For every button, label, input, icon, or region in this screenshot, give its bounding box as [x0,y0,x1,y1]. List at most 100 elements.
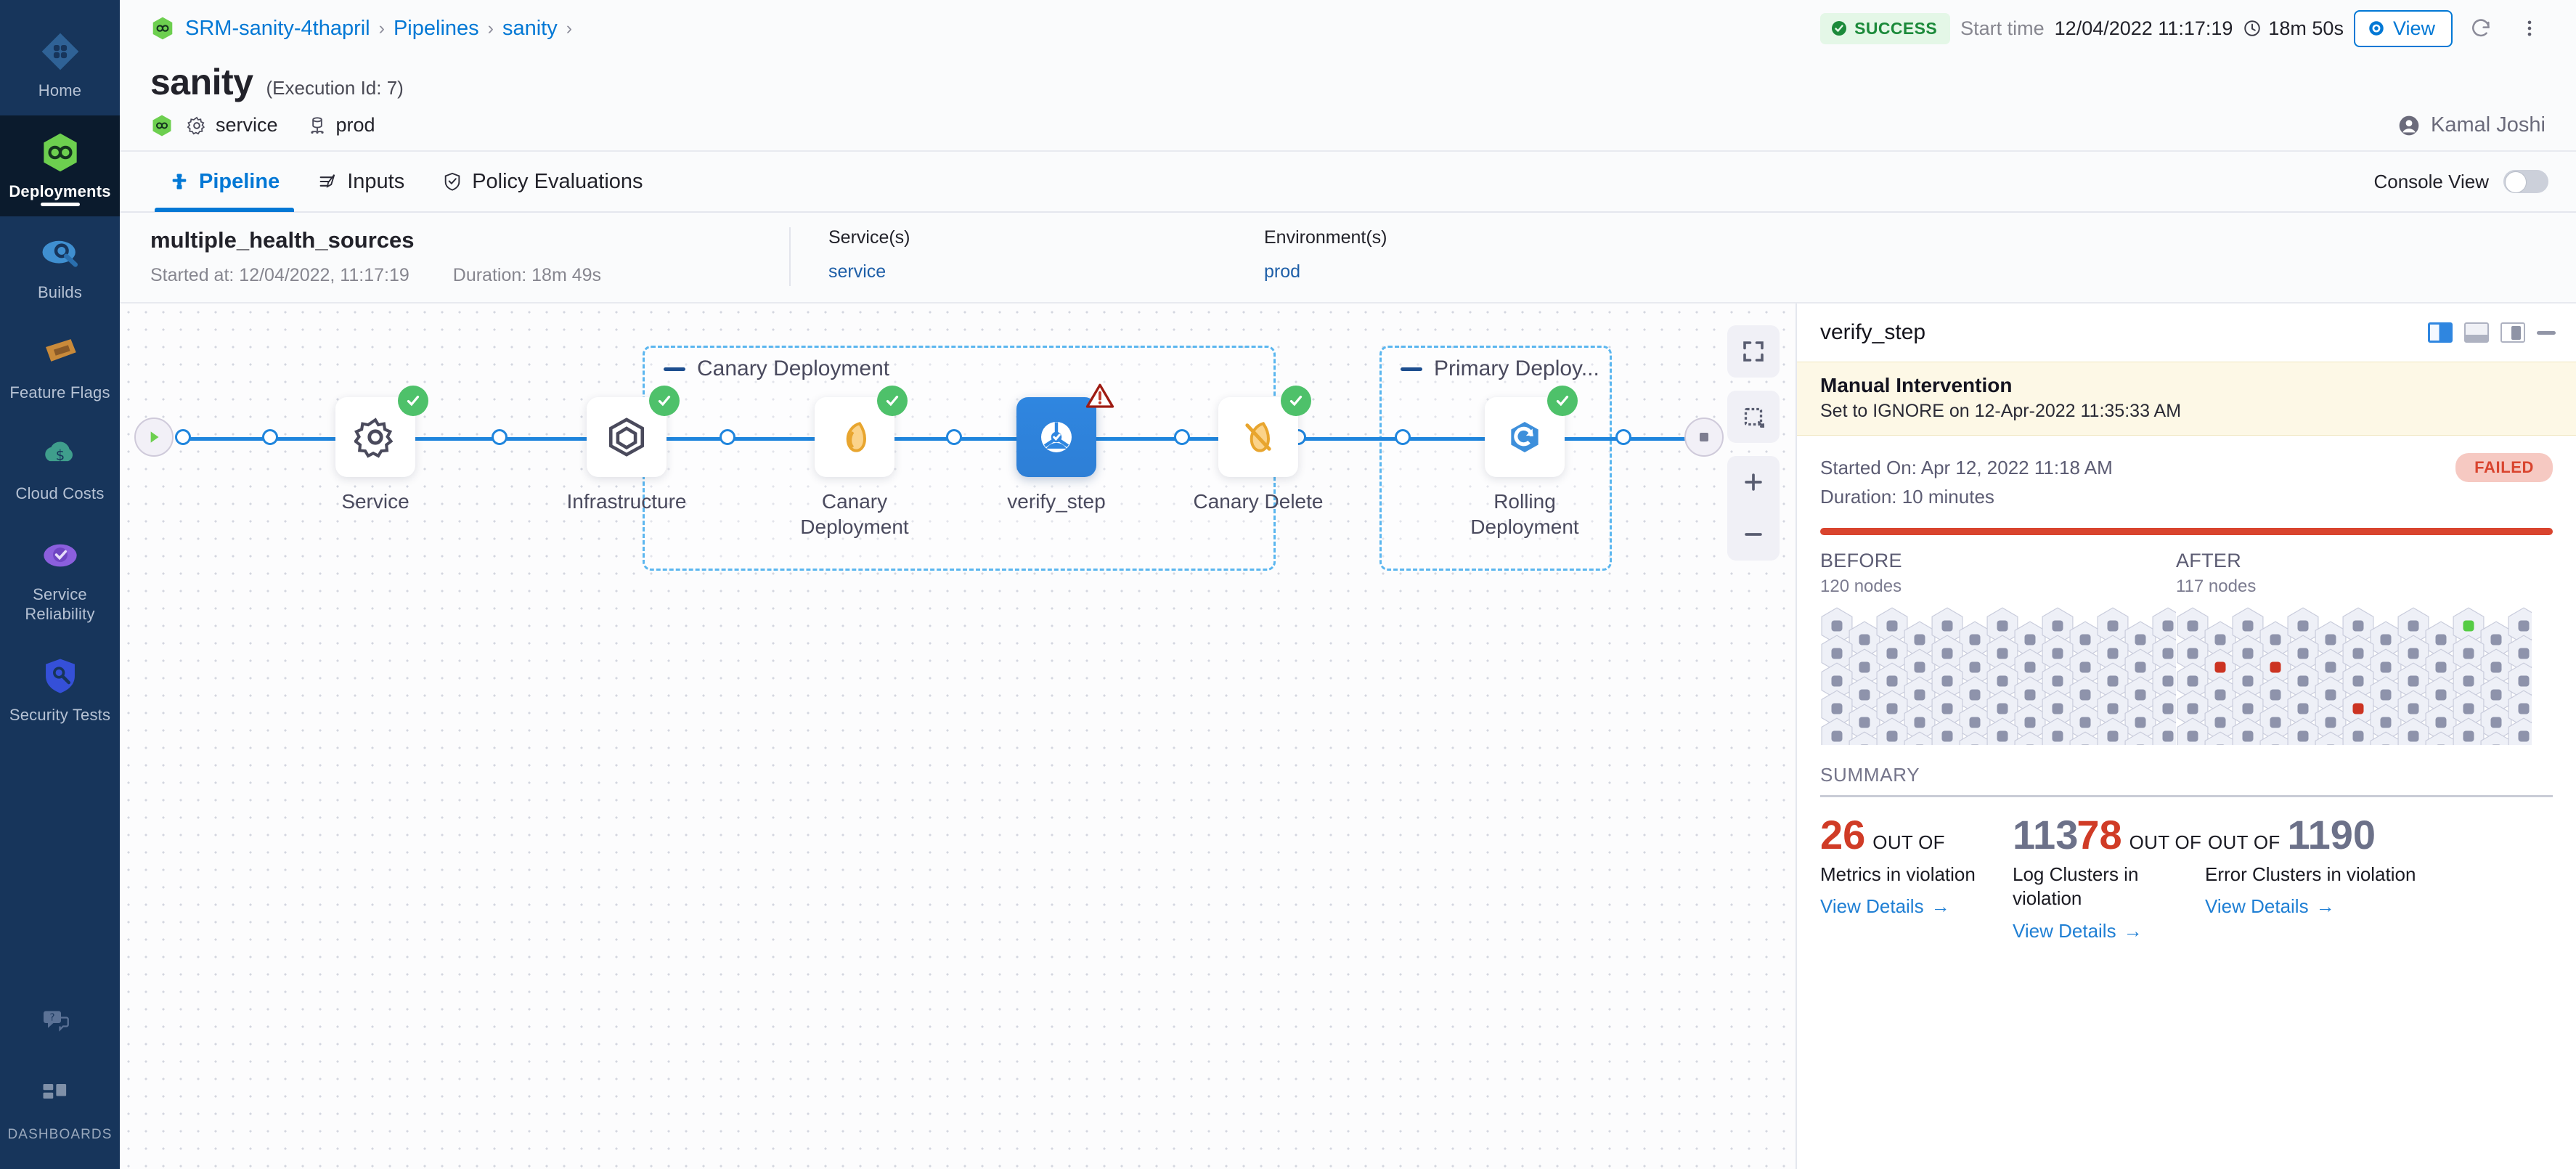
hex-node[interactable] [2176,690,2209,728]
hex-node[interactable] [1931,690,1964,728]
environment-chip[interactable]: prod [307,114,375,137]
hex-node[interactable] [2397,717,2430,745]
pipeline-node-canary-deployment[interactable]: Canary Deployment [782,386,927,539]
hex-node[interactable] [2259,676,2292,714]
hex-node[interactable] [2507,635,2532,672]
hex-node[interactable] [2479,704,2513,741]
hex-node[interactable] [2507,717,2532,745]
hex-node[interactable] [1931,662,1964,700]
sidebar-item-cloud-costs[interactable]: $ Cloud Costs [0,418,120,518]
environments-value[interactable]: prod [1264,261,1301,282]
collapse-dash-icon[interactable] [1401,367,1422,371]
hex-node[interactable] [1820,607,1854,645]
hex-node[interactable] [2479,621,2513,659]
sidebar-item-deployments[interactable]: Deployments [0,115,120,216]
sidebar-item-home[interactable]: Home [0,15,120,115]
hex-node[interactable] [2096,717,2129,745]
pipeline-node-rolling-deployment[interactable]: Rolling Deployment [1452,386,1597,539]
sidebar-item-dashboards[interactable]: DASHBOARDS [0,1060,120,1169]
breadcrumb-item-sanity[interactable]: sanity [502,16,558,40]
pipeline-canvas[interactable]: Canary Deployment Primary Deploy... [120,304,1796,1169]
split-view-icon[interactable] [2428,322,2453,343]
hex-node[interactable] [2151,690,2176,728]
node-box[interactable] [815,386,908,477]
hex-node[interactable] [2286,662,2320,700]
help-button[interactable]: ? [0,987,120,1060]
hex-node[interactable] [2096,662,2129,700]
view-button[interactable]: View [2353,9,2453,47]
hex-node[interactable] [1848,621,1881,659]
hex-node[interactable] [1875,607,1909,645]
hex-node[interactable] [2096,607,2129,645]
hex-node[interactable] [2176,607,2209,645]
pipeline-node-service[interactable]: Service [303,386,448,514]
hex-node[interactable] [1820,690,1854,728]
view-details-link[interactable]: View Details → [2205,895,2335,918]
hex-node[interactable] [2424,648,2458,686]
collapse-dash-icon[interactable] [664,367,685,371]
hex-node[interactable] [2096,635,2129,672]
node-box[interactable] [1218,386,1311,477]
hex-node[interactable] [2479,676,2513,714]
plus-icon[interactable] [1727,456,1780,508]
hex-node[interactable] [2452,607,2485,645]
tab-inputs[interactable]: Inputs [298,151,423,212]
tab-policy-evaluations[interactable]: Policy Evaluations [423,151,661,212]
hex-node[interactable] [2314,648,2347,686]
node-box[interactable] [587,386,680,477]
hex-node[interactable] [2013,676,2047,714]
hex-node[interactable] [1848,676,1881,714]
sidebar-item-feature-flags[interactable]: Feature Flags [0,317,120,418]
breadcrumb-item-pipelines[interactable]: Pipelines [393,16,479,40]
hex-node[interactable] [2397,607,2430,645]
hex-node[interactable] [2314,621,2347,659]
console-view-toggle[interactable] [2503,170,2548,193]
node-box[interactable] [1485,386,1578,477]
pipeline-start[interactable] [134,418,174,457]
hex-node[interactable] [1848,704,1881,741]
bottom-view-icon[interactable] [2464,322,2489,343]
select-area-icon[interactable] [1727,391,1780,443]
hex-node[interactable] [1820,717,1854,745]
breadcrumb-item-project[interactable]: SRM-sanity-4thapril [185,16,370,40]
hex-node[interactable] [1958,621,1992,659]
hex-node[interactable] [2151,635,2176,672]
hex-node[interactable] [2176,635,2209,672]
hex-node[interactable] [2341,690,2375,728]
services-value[interactable]: service [828,261,886,282]
hex-node[interactable] [2204,621,2237,659]
more-vertical-icon[interactable] [2511,9,2548,47]
view-details-link[interactable]: View Details → [2013,920,2143,942]
hex-node[interactable] [2259,704,2292,741]
hex-node[interactable] [2231,607,2265,645]
pipeline-node-verify-step[interactable]: verify_step [984,383,1129,514]
hex-node[interactable] [2452,662,2485,700]
refresh-icon[interactable] [2463,9,2500,47]
node-box[interactable] [335,386,428,477]
hex-node[interactable] [2041,717,2074,745]
hex-node[interactable] [2369,648,2402,686]
hex-node[interactable] [2341,635,2375,672]
hex-node[interactable] [2041,607,2074,645]
hex-node[interactable] [1986,662,2019,700]
hex-node[interactable] [1875,662,1909,700]
right-view-icon[interactable] [2500,322,2525,343]
hex-node[interactable] [1986,607,2019,645]
hex-node[interactable] [2397,690,2430,728]
pipeline-node-infrastructure[interactable]: Infrastructure [554,386,699,514]
user-menu[interactable]: Kamal Joshi [2397,113,2546,137]
before-hex-grid[interactable] [1820,607,2176,745]
hex-node[interactable] [1875,717,1909,745]
after-hex-grid[interactable] [2176,607,2532,745]
hex-node[interactable] [1986,690,2019,728]
pipeline-end[interactable] [1684,418,1724,457]
hex-node[interactable] [1986,717,2019,745]
hex-node[interactable] [2231,717,2265,745]
hex-node[interactable] [2452,717,2485,745]
node-box[interactable] [1016,383,1114,477]
view-details-link[interactable]: View Details → [1820,895,1950,918]
hex-node[interactable] [2286,607,2320,645]
stage-group-canary-deployment[interactable]: Canary Deployment [643,346,1276,571]
tab-pipeline[interactable]: Pipeline [150,151,298,212]
hex-node[interactable] [2013,648,2047,686]
